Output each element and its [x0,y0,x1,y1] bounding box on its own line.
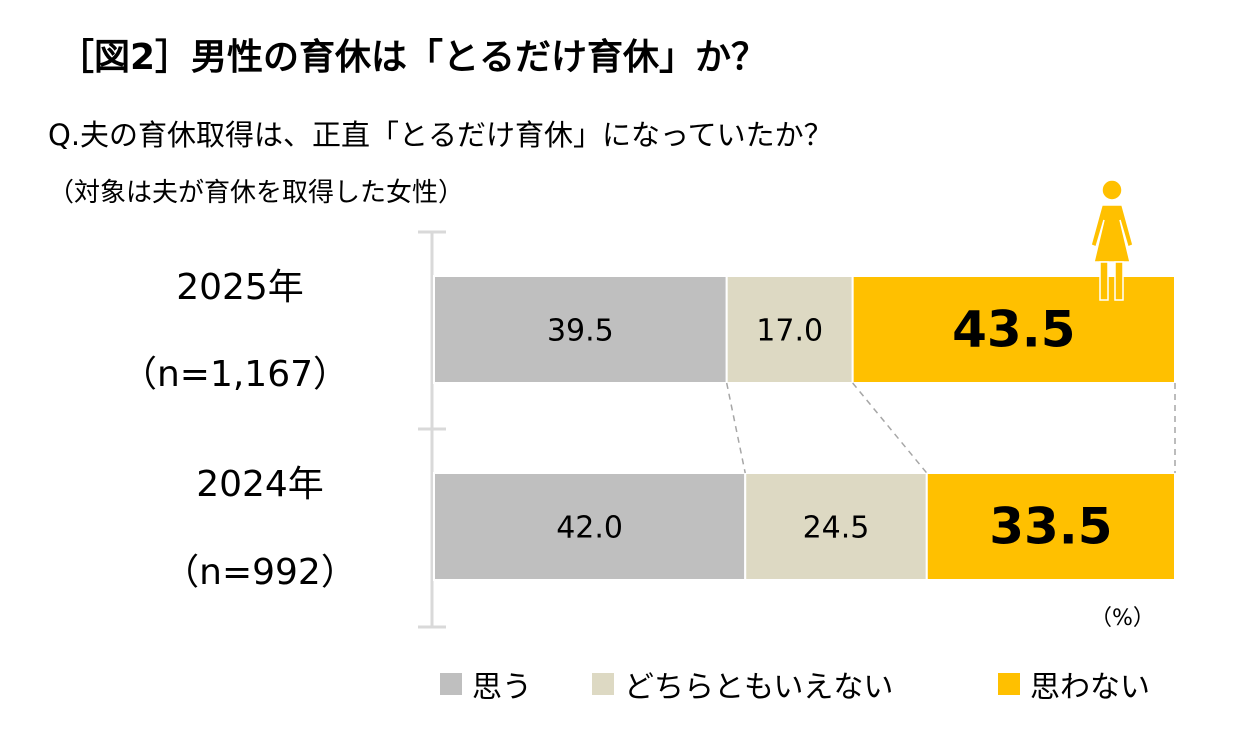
category-label-n: （n=1,167） [120,354,350,395]
respondent-note: （対象は夫が育休を取得した女性） [48,178,465,208]
bar-segment [433,472,747,581]
bar-segment [925,472,1177,581]
data-label: 42.0 [556,511,623,546]
connector-line [725,382,746,474]
data-label: 39.5 [547,314,614,349]
data-label: 24.5 [803,511,870,546]
bar-segment [725,275,854,384]
chart-title: ［図2］男性の育休は「とるだけ育休」か？ [58,37,768,78]
unit-label: （%） [1090,606,1155,631]
legend-swatch [998,673,1020,695]
data-label: 33.5 [989,498,1112,556]
question-text: Q.夫の育休取得は、正直「とるだけ育休」になっていたか？ [48,118,833,152]
category-label-year: 2025年 [176,267,304,308]
legend-swatch [440,673,462,695]
connector-line [852,382,928,474]
category-label-n: （n=992） [163,552,357,593]
bar-segment [433,275,728,384]
legend-item: 思わない [998,662,1150,706]
category-label-year: 2024年 [196,464,324,505]
legend-label: どちらともいえない [624,670,894,705]
legend-item: どちらともいえない [592,662,893,706]
legend-item: 思う [440,662,532,706]
legend-swatch [592,673,614,695]
data-label: 43.5 [952,301,1075,359]
legend-label: 思わない [1030,670,1150,705]
data-label: 17.0 [756,314,823,349]
woman-icon [1090,179,1134,301]
legend-label: 思う [472,670,532,705]
